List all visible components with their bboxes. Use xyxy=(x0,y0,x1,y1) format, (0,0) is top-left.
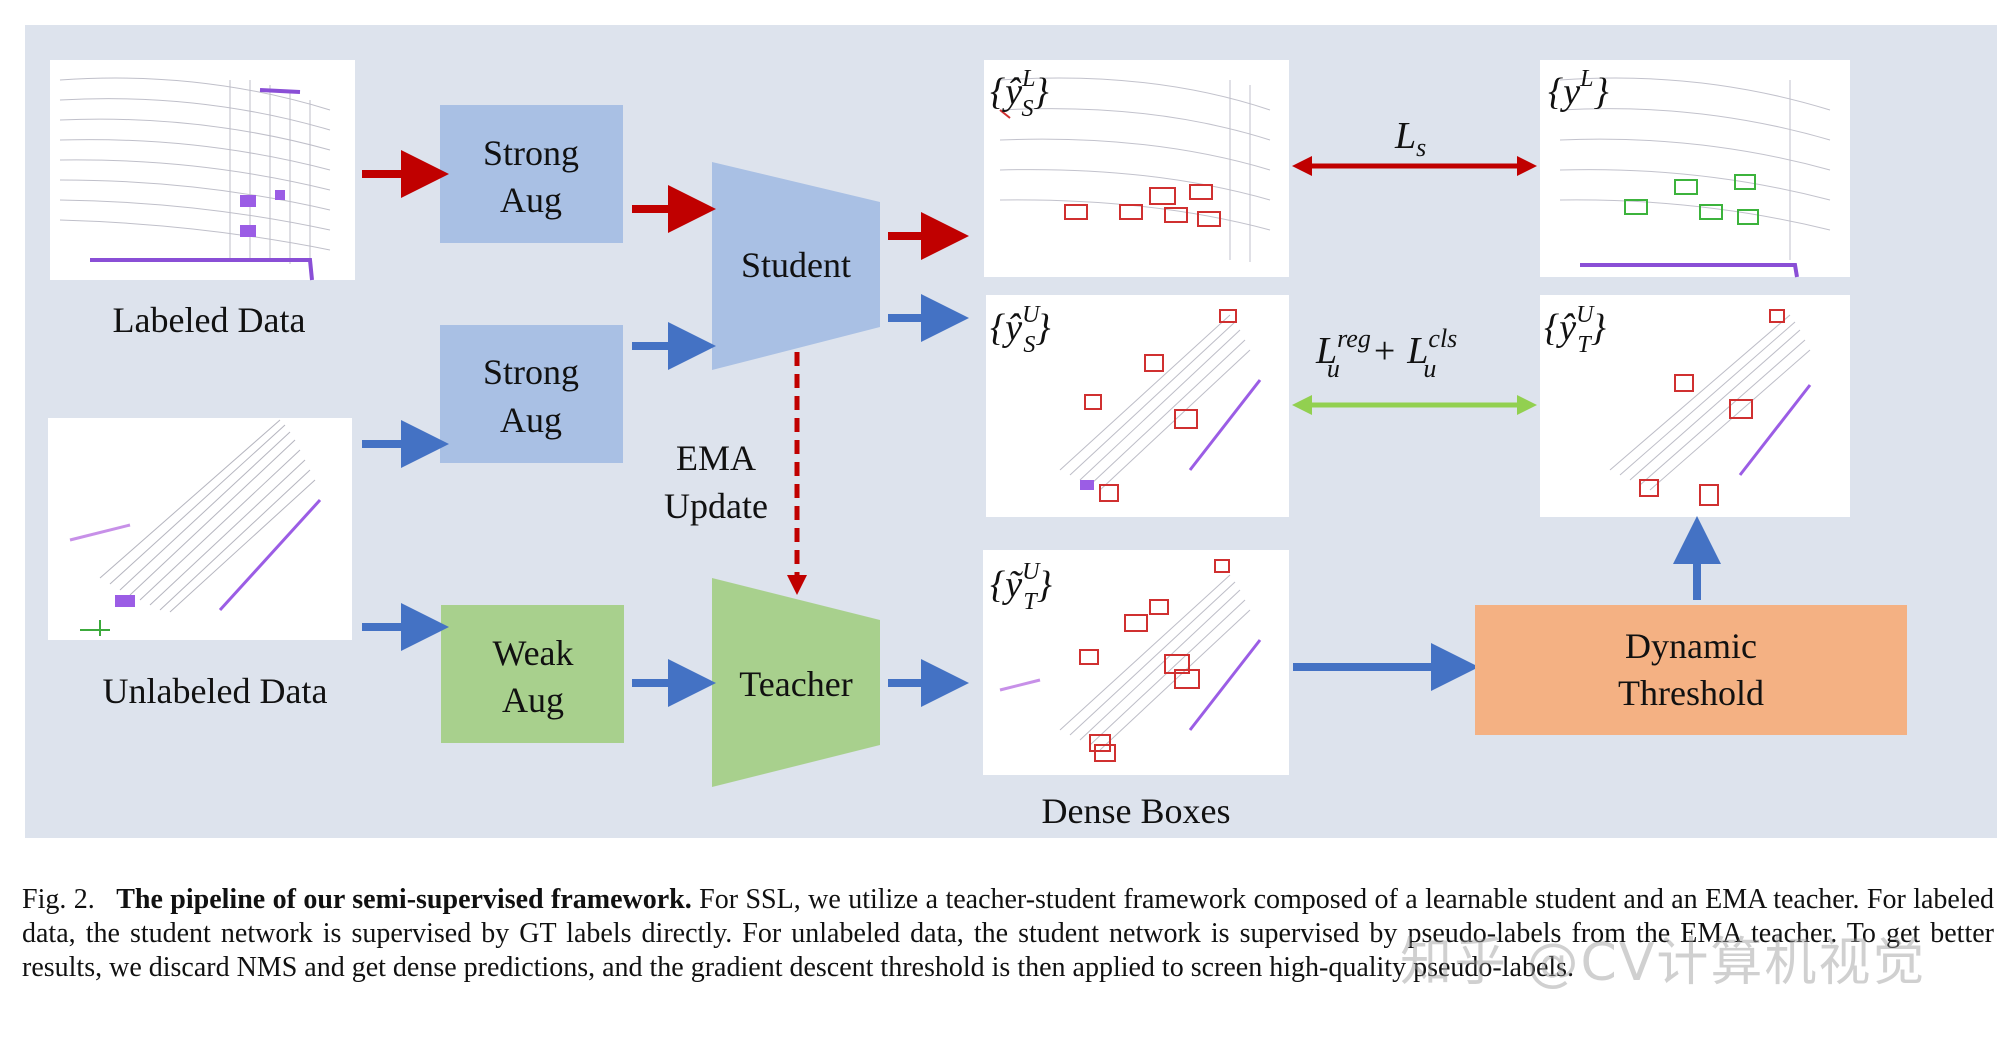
caption-title: The pipeline of our semi-supervised fram… xyxy=(116,884,692,915)
student-unlabeled-prediction-image xyxy=(986,295,1289,517)
labeled-lidar-image xyxy=(50,60,355,281)
threshold-line2: Threshold xyxy=(1618,673,1764,713)
student-label: Student xyxy=(741,245,851,285)
weak-aug-line1: Weak xyxy=(492,633,573,673)
dynamic-threshold-box xyxy=(1475,605,1907,735)
strong-aug-box-top xyxy=(440,105,623,243)
strong-aug-bottom-line2: Aug xyxy=(500,400,562,440)
site-watermark: 知乎 @CV计算机视觉 xyxy=(1400,933,1927,993)
threshold-line1: Dynamic xyxy=(1625,626,1757,666)
teacher-filtered-prediction-image xyxy=(1540,295,1850,517)
teacher-network xyxy=(712,578,880,787)
teacher-label: Teacher xyxy=(739,664,852,704)
teacher-dense-prediction-image xyxy=(983,550,1289,775)
figure-number: Fig. 2. xyxy=(22,884,95,915)
weak-aug-box xyxy=(441,605,624,743)
student-labeled-prediction-image xyxy=(984,60,1289,277)
strong-aug-bottom-line1: Strong xyxy=(483,352,579,392)
figure-caption: Fig. 2. The pipeline of our semi-supervi… xyxy=(22,883,1994,985)
caption-body: For SSL, we utilize a teacher-student fr… xyxy=(22,884,1995,983)
student-network xyxy=(712,162,880,370)
ground-truth-label: {yL} xyxy=(1548,66,1609,113)
strong-aug-box-bottom xyxy=(440,325,623,463)
supervised-loss-label: Ls xyxy=(1394,115,1426,162)
unlabeled-data-label: Unlabeled Data xyxy=(103,671,328,711)
strong-aug-top-line1: Strong xyxy=(483,133,579,173)
ground-truth-image xyxy=(1540,60,1850,278)
labeled-data-label: Labeled Data xyxy=(113,300,306,340)
weak-aug-line2: Aug xyxy=(502,680,564,720)
strong-aug-top-line2: Aug xyxy=(500,180,562,220)
ema-label-line2: Update xyxy=(664,486,768,526)
dense-boxes-label: Dense Boxes xyxy=(1042,791,1231,831)
unlabeled-lidar-image xyxy=(48,418,352,640)
ema-label-line1: EMA xyxy=(676,438,756,478)
